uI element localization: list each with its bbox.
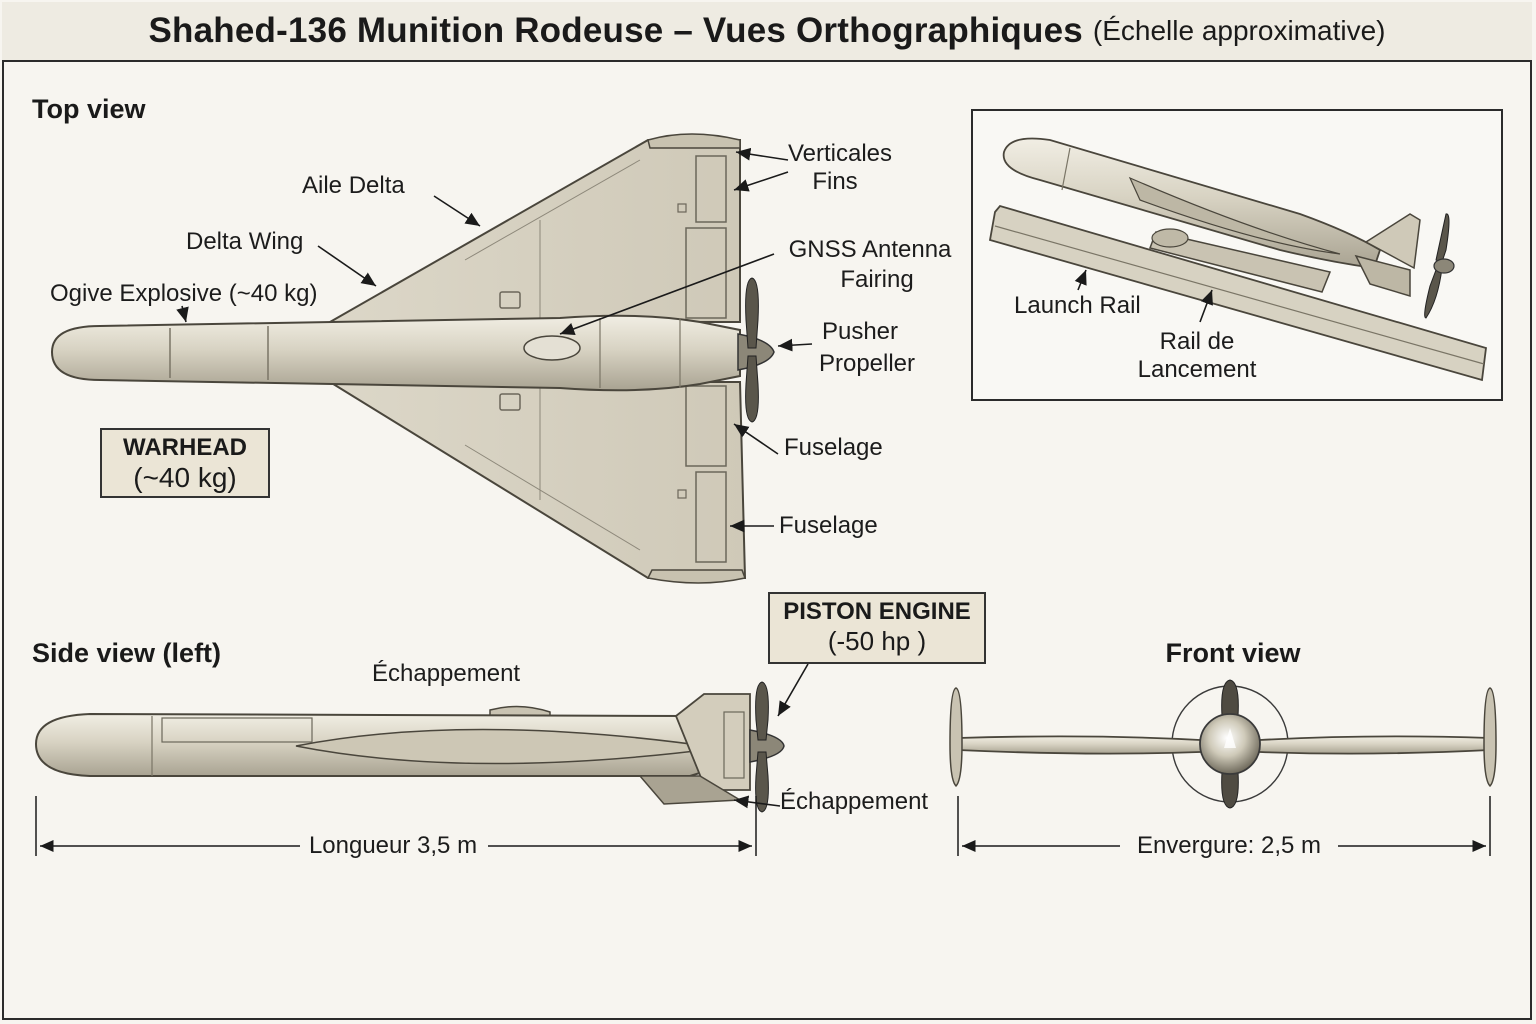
- warhead-weight: (~40 kg): [133, 462, 237, 493]
- top-propeller: [745, 277, 759, 423]
- side-view-drone: [34, 681, 785, 813]
- inset-drone-on-rail: [988, 137, 1487, 382]
- top-elevon-3: [685, 385, 727, 467]
- inset-fin-top: [1364, 213, 1421, 270]
- title-bar: Shahed-136 Munition Rodeuse – Vues Ortho…: [2, 2, 1532, 62]
- side-view-leaders: [733, 663, 809, 809]
- label-echappement-bottom: Échappement: [780, 788, 929, 815]
- inset-leaders: [1074, 269, 1213, 323]
- side-propeller: [755, 681, 769, 813]
- label-rail-de: Rail de: [1159, 328, 1235, 355]
- page-subtitle: (Échelle approximative): [1092, 15, 1386, 46]
- top-elevon-4: [695, 471, 727, 563]
- length-dimension: [35, 796, 757, 856]
- top-wingtip-upper: [647, 133, 741, 149]
- top-fuselage: [50, 314, 741, 392]
- label-delta-wing: Delta Wing: [186, 228, 304, 255]
- label-fuselage-2: Fuselage: [779, 512, 878, 539]
- top-wing-upper: [326, 139, 741, 323]
- top-elevon-1: [695, 155, 727, 223]
- label-propeller: Propeller: [818, 350, 916, 377]
- span-label: Envergure: 2,5 m: [1136, 832, 1322, 859]
- top-wingtip-lower: [646, 569, 747, 584]
- front-winglet-right: [1483, 687, 1497, 788]
- top-elevon-2: [685, 227, 727, 319]
- span-dimension: [957, 796, 1491, 856]
- side-view-heading: Side view (left): [32, 638, 222, 668]
- gnss-fairing: [523, 335, 581, 361]
- page-title: Shahed-136 Munition Rodeuse – Vues Ortho…: [148, 11, 1083, 50]
- top-view-drone: [50, 133, 775, 584]
- top-view-leaders: [176, 147, 813, 533]
- front-view-drone: [949, 679, 1497, 809]
- label-ogive-explosive: Ogive Explosive (~40 kg): [50, 280, 318, 307]
- label-pusher: Pusher: [821, 318, 899, 345]
- length-label: Longueur 3,5 m: [308, 832, 478, 859]
- piston-engine-callout: PISTON ENGINE (-50 hp ): [768, 592, 986, 664]
- label-gnss-fairing: Fairing: [840, 266, 914, 293]
- warhead-callout: WARHEAD (~40 kg): [100, 428, 270, 498]
- inset-fin-bottom: [1354, 254, 1411, 298]
- label-fins: Fins: [812, 168, 858, 195]
- label-gnss-antenna: GNSS Antenna: [788, 236, 952, 263]
- label-launch-rail: Launch Rail: [1014, 292, 1141, 319]
- warhead-title: WARHEAD: [123, 434, 247, 461]
- piston-engine-power: (-50 hp ): [827, 626, 927, 656]
- front-winglet-left: [949, 687, 963, 788]
- label-aile-delta: Aile Delta: [302, 172, 405, 199]
- top-view-heading: Top view: [32, 94, 146, 124]
- top-wing-lower: [326, 381, 747, 579]
- label-fuselage-1: Fuselage: [784, 434, 883, 461]
- piston-engine-title: PISTON ENGINE: [783, 598, 971, 625]
- label-lancement: Lancement: [1137, 356, 1257, 383]
- label-echappement-top: Échappement: [372, 660, 521, 687]
- front-view-heading: Front view: [1165, 638, 1301, 668]
- label-verticales: Verticales: [787, 140, 893, 167]
